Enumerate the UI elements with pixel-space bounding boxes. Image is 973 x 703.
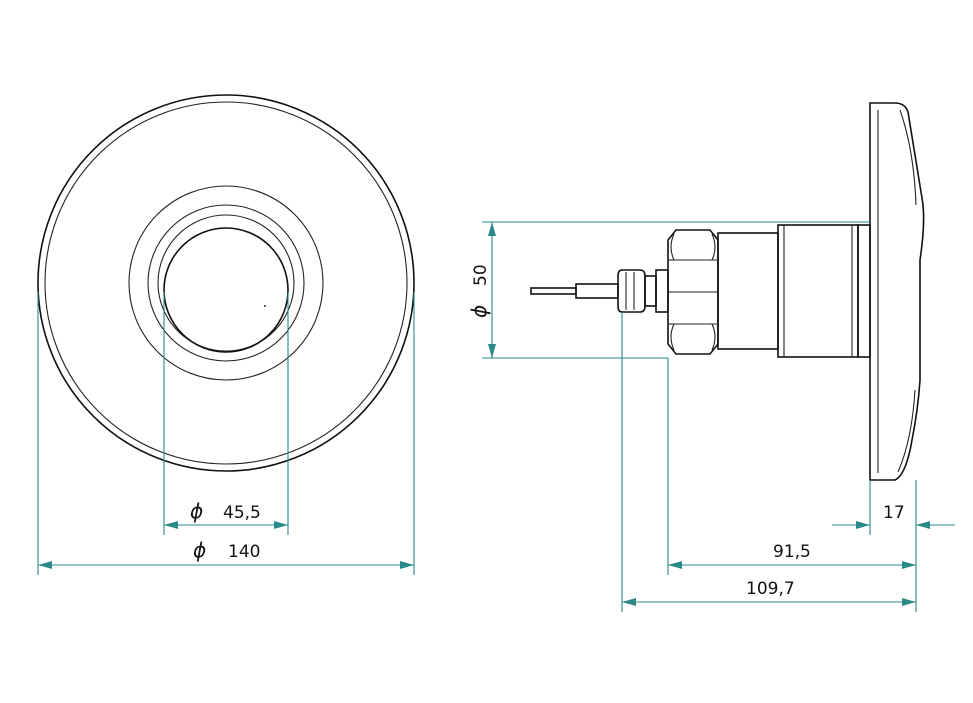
inner-diameter-value: 45,5 xyxy=(223,503,261,523)
front-lens-ring-outer xyxy=(128,185,324,381)
side-body-cylinder xyxy=(717,232,779,350)
side-body-collar xyxy=(857,224,871,358)
front-lens-ring-inner xyxy=(157,214,295,352)
side-view xyxy=(530,102,925,481)
side-cable xyxy=(575,283,619,299)
front-outer-rim xyxy=(37,94,415,472)
side-gland-fitting-1 xyxy=(655,269,669,313)
body-length-value: 91,5 xyxy=(773,542,811,562)
dimension-outer-diameter: ϕ 140 xyxy=(37,292,415,575)
side-flange-edge-curve-bottom xyxy=(897,389,916,473)
flange-thickness-value: 17 xyxy=(883,503,905,523)
side-cable-wire xyxy=(530,287,577,295)
dimension-flange-thickness: 17 xyxy=(832,480,955,612)
dimension-inner-diameter: ϕ 45,5 xyxy=(163,292,289,535)
side-gland-fitting-2 xyxy=(644,275,657,307)
side-cable-gland xyxy=(617,269,646,313)
side-flange xyxy=(869,102,925,481)
total-length-value: 109,7 xyxy=(746,579,795,599)
side-threaded-body xyxy=(777,224,859,358)
front-lens-opening xyxy=(163,227,289,353)
front-view xyxy=(37,94,415,472)
dimension-body-length: 91,5 xyxy=(667,358,916,575)
body-diameter-symbol: ϕ xyxy=(467,305,491,318)
body-diameter-value: 50 xyxy=(471,264,491,286)
outer-diameter-value: 140 xyxy=(228,542,260,562)
outer-diameter-symbol: ϕ xyxy=(193,538,206,562)
inner-diameter-symbol: ϕ xyxy=(190,499,203,523)
dimension-body-diameter: ϕ 50 xyxy=(467,221,870,359)
front-lens-ring-middle xyxy=(147,204,305,362)
front-rim-inner-edge xyxy=(44,101,408,465)
dimension-total-length: 109,7 xyxy=(621,312,916,612)
front-center-point xyxy=(264,305,266,307)
side-flange-edge-curve-top xyxy=(899,109,917,206)
